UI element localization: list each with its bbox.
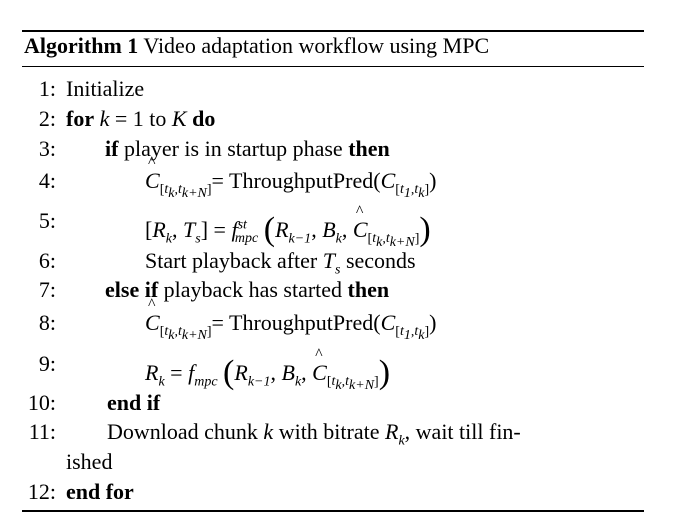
line-formula: [Rk, Ts] = fstmpc (Rk−1, Bk, C[tk,tk+N]) [145,203,431,250]
top-rule [22,30,644,32]
line-formula: C[tk,tk+N]= ThroughputPred(C[t1,tk]) [145,296,436,343]
line-number: 5: [38,208,56,233]
line-number: 10: [27,390,56,415]
keyword-if: if [105,136,119,161]
line-formula: C[tk,tk+N]= ThroughputPred(C[t1,tk]) [145,154,436,201]
throughput-pred-call: = ThroughputPred( [211,168,381,193]
line-number: 6: [38,248,56,273]
line-number: 1: [38,76,56,101]
line-formula: Rk = fmpc (Rk−1, Bk, C[tk,tk+N]) [145,346,390,393]
line-number: 7: [38,277,56,302]
line-number: 12: [27,479,56,504]
line-text: for k = 1 to K do [66,106,216,131]
line-text: ished [66,449,113,474]
condition-text: playback has started [158,277,348,302]
caption-title: Video adaptation workflow using MPC [143,33,490,58]
condition-text: player is in startup phase [118,136,349,161]
keyword-end-for: end for [66,479,134,504]
keyword-end-if: end if [107,390,161,415]
line-number: 11: [28,419,56,444]
bottom-rule [22,510,644,512]
line-number: 9: [38,351,56,376]
line-text: Initialize [66,76,145,101]
line-number: 4: [38,168,56,193]
caption-rule [22,66,644,67]
line-text: Start playback after Ts seconds [145,248,416,278]
line-number: 8: [38,310,56,335]
keyword-do: do [192,106,216,131]
line-text: else if playback has started then [105,277,389,303]
keyword-for: for [66,106,95,131]
line-text: if player is in startup phase then [105,136,390,162]
algorithm-caption: Algorithm 1 Video adaptation workflow us… [24,33,489,59]
keyword-then: then [348,136,390,161]
throughput-pred-call: = ThroughputPred( [211,310,381,335]
caption-label: Algorithm 1 [24,33,139,58]
keyword-then: then [347,277,390,302]
line-number: 2: [38,106,56,131]
line-number: 3: [38,136,56,161]
line-text: Download chunk k with bitrate Rk, wait t… [107,419,521,449]
